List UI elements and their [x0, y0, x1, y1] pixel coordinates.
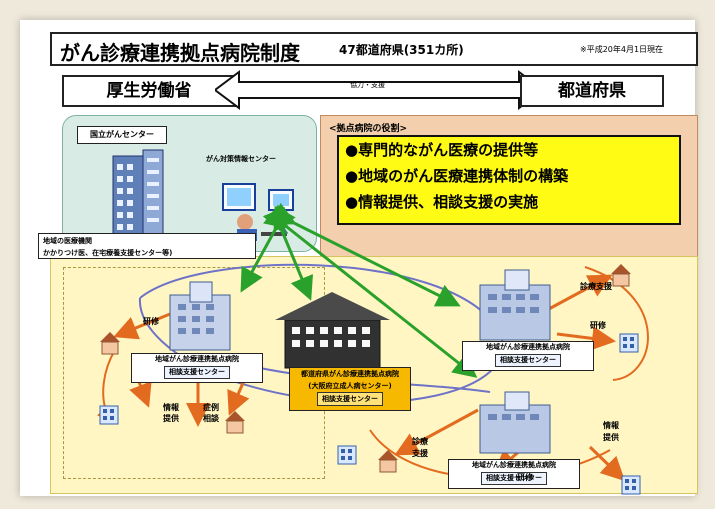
diagnostic-support-label-bottom-1: 診療 — [412, 437, 428, 446]
local-medical-institutions-title: 地域の医療機関 — [43, 237, 92, 245]
cooperation-label: 協力・支援 — [350, 81, 385, 89]
local-medical-institutions-subtitle: かかりつけ医、在宅療養支援センター等) — [43, 249, 173, 257]
info-label-left-1: 情報 — [163, 403, 179, 412]
case-label-left-2: 相談 — [203, 414, 219, 423]
national-cancer-center-label: 国立がんセンター — [77, 126, 167, 144]
training-label-top: 研修 — [590, 321, 606, 330]
roles-heading: <拠点病院の役割> — [329, 124, 408, 134]
ministry-box: 厚生労働省 — [62, 75, 236, 107]
info-label-bottom-1: 情報 — [603, 421, 619, 430]
network-drawing — [96, 202, 649, 495]
prefectural-hospital-subtitle: (大阪府立成人病センター) — [308, 382, 392, 390]
diagnostic-support-label-top: 診療支援 — [580, 282, 612, 291]
prefectural-hospital-title: 都道府県がん診療連携拠点病院 — [301, 370, 399, 378]
national-cancer-center-panel: 国立がんセンター がん対策情報センター — [62, 115, 317, 252]
left-hospital-label: 地域がん診療連携拠点病院 相談支援センター — [131, 353, 263, 383]
role-item: ●地域のがん医療連携体制の構築 — [345, 167, 569, 185]
right-bottom-hospital-building — [479, 391, 551, 454]
clinic-icons — [99, 264, 641, 495]
cooperation-arrow — [215, 70, 543, 110]
right-top-hospital-consultation-center: 相談支援センター — [495, 354, 561, 367]
right-bottom-hospital-title: 地域がん診療連携拠点病院 — [472, 461, 556, 469]
national-cancer-center-building — [112, 149, 164, 243]
as-of-date: ※平成20年4月1日現在 — [580, 45, 664, 54]
diagram-frame: がん診療連携拠点病院制度 47都道府県(351カ所) ※平成20年4月1日現在 … — [20, 20, 698, 496]
role-item: ●専門的ながん医療の提供等 — [345, 141, 539, 159]
right-top-hospital-title: 地域がん診療連携拠点病院 — [486, 343, 570, 351]
diagnostic-support-label-bottom-2: 支援 — [412, 449, 428, 458]
prefectural-hospital-building — [275, 292, 390, 369]
right-top-hospital-label: 地域がん診療連携拠点病院 相談支援センター — [462, 341, 594, 371]
info-label-bottom-2: 提供 — [603, 433, 619, 442]
info-label-left-2: 提供 — [163, 414, 179, 423]
diagram-title: がん診療連携拠点病院制度 — [60, 41, 300, 65]
training-label-left: 研修 — [143, 317, 159, 326]
cancer-info-center-label: がん対策情報センター — [206, 155, 276, 163]
prefectural-hospital-consultation-center: 相談支援センター — [317, 392, 383, 406]
prefectural-hospital-label: 都道府県がん診療連携拠点病院 (大阪府立成人病センター) 相談支援センター — [289, 367, 411, 411]
left-hospital-consultation-center: 相談支援センター — [164, 366, 230, 379]
local-medical-institutions-box: 地域の医療機関 かかりつけ医、在宅療養支援センター等) — [38, 233, 256, 259]
right-bottom-hospital-consultation-center: 相談支援センター — [481, 472, 547, 485]
title-box: がん診療連携拠点病院制度 47都道府県(351カ所) ※平成20年4月1日現在 — [50, 32, 698, 66]
right-bottom-hospital-label: 地域がん診療連携拠点病院 相談支援センター — [448, 459, 580, 489]
training-label-bottom: 研修 — [517, 473, 533, 482]
prefecture-box: 都道府県 — [520, 75, 664, 107]
left-regional-hospital-building — [169, 281, 231, 351]
right-top-hospital-building — [479, 269, 551, 341]
case-label-left-1: 症例 — [203, 403, 219, 412]
left-hospital-title: 地域がん診療連携拠点病院 — [155, 355, 239, 363]
prefecture-count: 47都道府県(351カ所) — [339, 43, 464, 57]
